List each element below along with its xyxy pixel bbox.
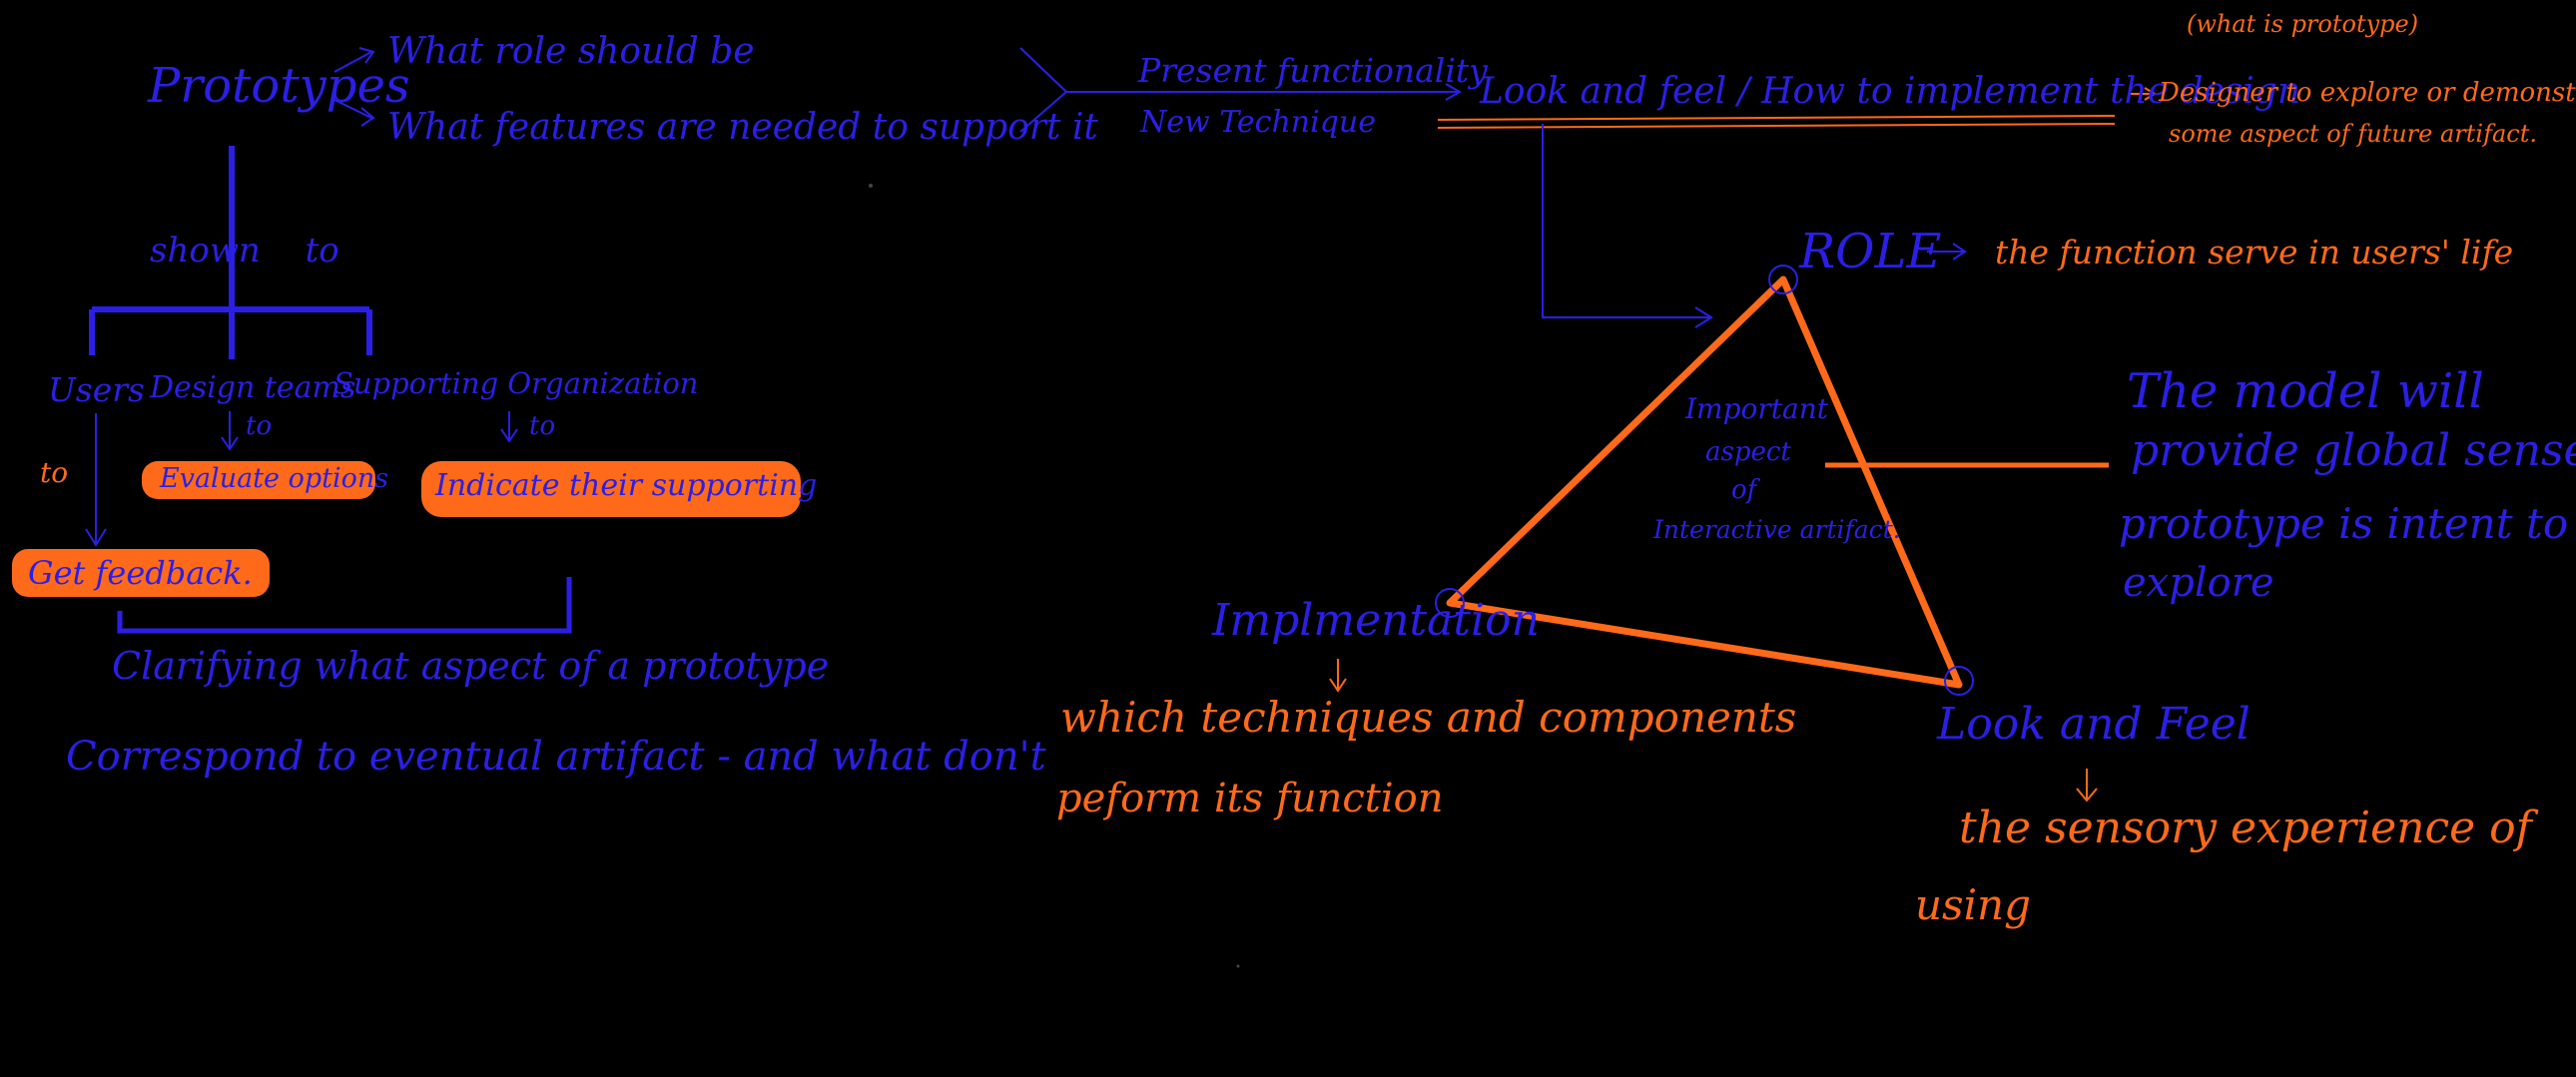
indicate-support-highlight [421,461,801,517]
look-feel-down-arrow [2076,769,2098,803]
get-feedback-highlight [12,549,270,597]
model-line2: provide global sense of [2131,425,2576,476]
what-is-prototype-note: (what is prototype) [2187,10,2419,38]
get-feedback-text: Get feedback. [28,554,253,592]
indicate-support-text: Indicate their supporting [435,468,818,503]
supporting-org-arrow [500,411,518,443]
implementation-desc-line1: which techniques and components [1060,693,1797,742]
supporting-org-label: Supporting Organization [333,366,699,400]
evaluate-options-text: Evaluate options [160,463,389,494]
audience-tree [89,146,372,359]
prototypes-branch-arrows [333,47,375,127]
evaluate-options-highlight [142,461,375,499]
role-question: What role should be [387,31,755,72]
shown-to-label: shown to [150,231,339,270]
new-technique-label: New Technique [1140,105,1376,140]
implementation-arrow [1329,659,1347,693]
look-feel-how-label: Look and feel / How to implement the des… [1480,71,2301,112]
role-arrow [1927,243,1967,261]
design-teams-arrow [221,411,239,451]
important-line2: aspect [1705,437,1791,467]
design-teams-label: Design teams [150,370,356,405]
design-teams-to-label: to [246,411,273,441]
users-arrow [85,413,107,547]
designer-arrow [2129,87,2157,101]
designer-explore-line1: Designer to explore or demonstrate [2159,78,2576,108]
clarifying-note: Clarifying what aspect of a prototype [112,644,830,688]
important-line3: of [1731,475,1757,505]
aspect-triangle [1446,275,1963,689]
look-feel-desc-line1: the sensory experience of [1959,803,2532,853]
look-feel-underline [1437,115,2116,129]
role-description: the function serve in users' life [1995,233,2514,271]
prototypes-label: Prototypes [148,58,410,114]
model-line1: The model will [2127,363,2484,419]
implementation-label: Implmentation [1212,595,1540,646]
important-line4: Interactive artifact. [1653,515,1901,544]
important-line1: Important [1685,392,1829,425]
present-functionality-label: Present functionality [1138,51,1488,90]
model-line4: explore [2123,560,2274,606]
look-feel-connector [1542,124,1713,328]
designer-explore-line2: some aspect of future artifact. [2169,120,2537,148]
look-feel-desc-line2: using [1915,880,2031,929]
triangle-vertex-markers [1435,265,1974,696]
merge-bracket [1019,47,1463,133]
correspond-note: Correspond to eventual artifact - and wh… [66,734,1046,780]
role-label: ROLE [1799,224,1942,279]
users-to-label: to [40,456,69,489]
stray-dots [869,184,1240,968]
features-question: What features are needed to support it [387,107,1098,148]
users-label: Users [48,370,145,409]
clarify-bracket [117,577,572,634]
model-line3: prototype is intent to [2119,499,2569,548]
implementation-desc-line2: peform its function [1056,776,1444,821]
look-and-feel-label: Look and Feel [1937,699,2251,750]
supporting-org-to-label: to [529,411,556,441]
